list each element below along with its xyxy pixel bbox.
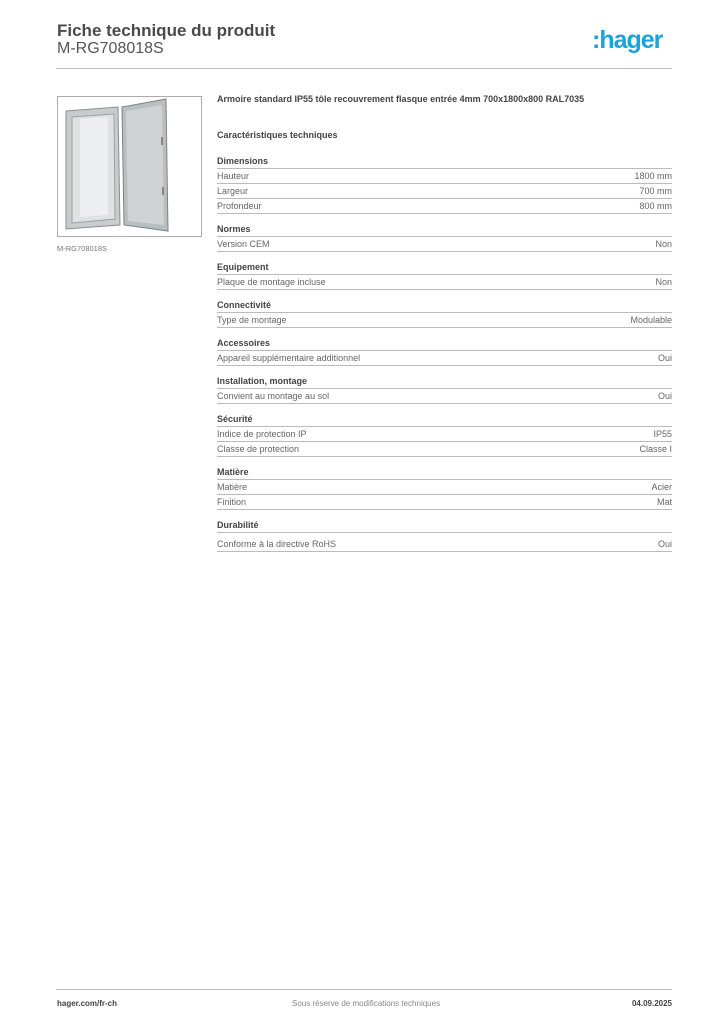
spec-label: Hauteur <box>217 171 250 181</box>
section-title: Matière <box>217 466 672 480</box>
spec-row: Appareil supplémentaire additionnel Oui <box>217 351 672 366</box>
section-title: Durabilité <box>217 519 672 533</box>
spec-label: Conforme à la directive RoHS <box>217 539 337 549</box>
spec-row: Version CEM Non <box>217 237 672 252</box>
spec-content: Armoire standard IP55 tôle recouvrement … <box>217 94 672 552</box>
section-title: Accessoires <box>217 337 672 351</box>
specs-heading: Caractéristiques techniques <box>217 130 338 140</box>
spec-row: Indice de protection IP IP55 <box>217 427 672 442</box>
spec-label: Finition <box>217 497 247 507</box>
section-title: Connectivité <box>217 299 672 313</box>
spec-value: Classe I <box>639 444 672 454</box>
section-title: Installation, montage <box>217 375 672 389</box>
footer-disclaimer: Sous réserve de modifications techniques <box>292 999 441 1008</box>
spec-label: Version CEM <box>217 239 270 249</box>
page-title: Fiche technique du produit <box>57 21 276 40</box>
spec-row: Plaque de montage incluse Non <box>217 275 672 290</box>
spec-label: Profondeur <box>217 201 262 211</box>
spec-label: Convient au montage au sol <box>217 391 330 401</box>
spec-label: Type de montage <box>217 315 287 325</box>
footer-website[interactable]: hager.com/fr-ch <box>57 999 118 1008</box>
spec-value: 700 mm <box>639 186 672 196</box>
section-title: Normes <box>217 223 672 237</box>
footer-divider <box>56 989 672 990</box>
spec-value: Mat <box>656 497 672 507</box>
spec-value: Non <box>655 277 672 287</box>
spec-label: Matière <box>217 482 248 492</box>
spec-label: Classe de protection <box>217 444 300 454</box>
product-description: Armoire standard IP55 tôle recouvrement … <box>217 94 585 104</box>
spec-value: Modulable <box>630 315 672 325</box>
image-caption: M-RG708018S <box>57 244 108 253</box>
product-image <box>57 96 202 237</box>
section-title: Sécurité <box>217 413 672 427</box>
spec-row: Profondeur 800 mm <box>217 199 672 214</box>
spec-value: 1800 mm <box>634 171 672 181</box>
spec-value: Oui <box>657 539 672 549</box>
spec-value: Oui <box>657 353 672 363</box>
spec-row: Conforme à la directive RoHS Oui <box>217 537 672 552</box>
hager-logo: :hager <box>592 26 663 54</box>
header-divider <box>56 68 672 69</box>
spec-value: Acier <box>651 482 672 492</box>
spec-label: Plaque de montage incluse <box>217 277 326 287</box>
spec-row: Matière Acier <box>217 480 672 495</box>
product-code: M-RG708018S <box>57 40 164 57</box>
spec-row: Largeur 700 mm <box>217 184 672 199</box>
section-title: Equipement <box>217 261 672 275</box>
spec-value: Non <box>655 239 672 249</box>
spec-value: IP55 <box>653 429 672 439</box>
spec-row: Type de montage Modulable <box>217 313 672 328</box>
spec-label: Appareil supplémentaire additionnel <box>217 353 361 363</box>
spec-value: Oui <box>657 391 672 401</box>
spec-label: Indice de protection IP <box>217 429 307 439</box>
section-title: Dimensions <box>217 155 672 169</box>
cabinet-enclosure-image <box>58 97 201 236</box>
spec-label: Largeur <box>217 186 249 196</box>
spec-value: 800 mm <box>639 201 672 211</box>
footer-date: 04.09.2025 <box>631 999 672 1008</box>
spec-row: Hauteur 1800 mm <box>217 169 672 184</box>
spec-row: Classe de protection Classe I <box>217 442 672 457</box>
spec-row: Convient au montage au sol Oui <box>217 389 672 404</box>
spec-row: Finition Mat <box>217 495 672 510</box>
